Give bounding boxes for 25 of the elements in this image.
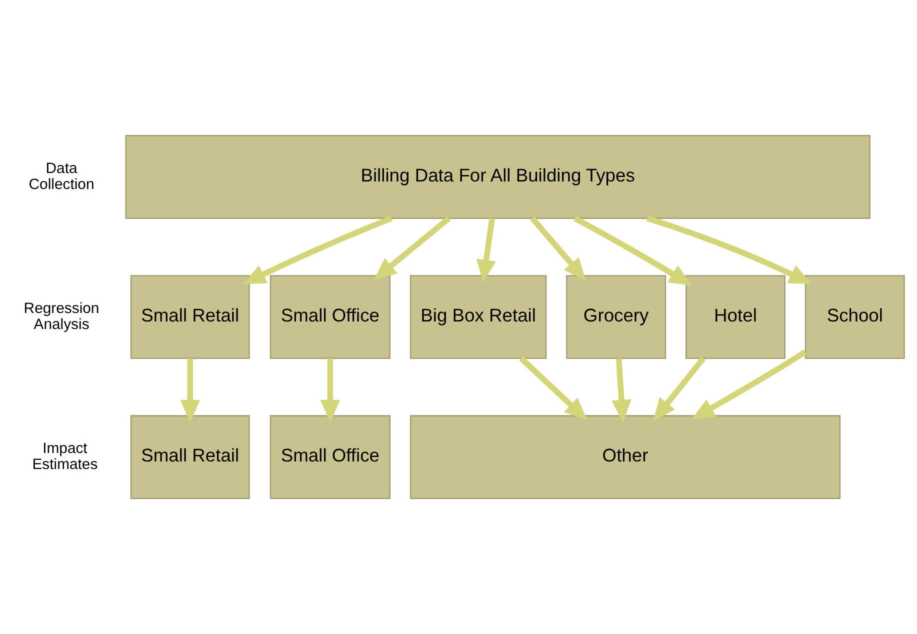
arrow [476,218,496,282]
arrow [519,356,588,420]
arrow [180,358,200,423]
label: Data Collection [28,160,94,193]
arrow [374,216,451,280]
node-box: Small Office [270,415,390,499]
node-box: Other [410,415,841,499]
arrow [320,358,340,423]
label: Impact Estimates [32,440,98,474]
arrow [646,216,812,284]
arrow [612,358,632,423]
node-box: Small Retail [130,415,250,499]
node-box: Hotel [686,275,786,359]
arrow [574,216,692,286]
node-box: Big Box Retail [410,275,547,359]
node-box: Small Office [270,275,390,359]
arrow [530,216,586,281]
node-box: Grocery [566,275,666,359]
node-box: School [804,275,905,359]
label: Regression Analysis [24,300,100,333]
node-box: Billing Data For All Building Types [125,135,870,219]
arrow [653,356,706,422]
node-box: Small Retail [130,275,250,359]
arrow [692,350,807,420]
arrow [243,216,393,284]
